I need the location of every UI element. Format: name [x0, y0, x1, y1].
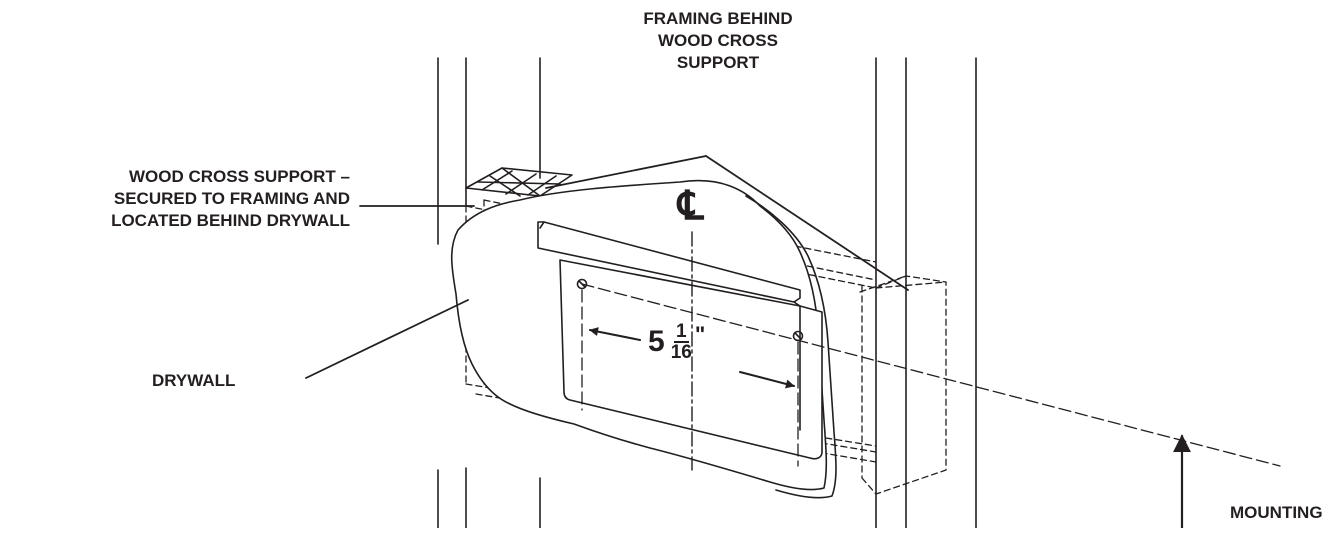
label-drywall: DRYWALL	[152, 371, 236, 390]
centerline-icon: ℄	[678, 184, 704, 228]
label-line: SUPPORT	[676, 53, 760, 72]
dimension-label: 5 1 16 "	[648, 322, 705, 362]
label-line: SECURED TO FRAMING AND	[113, 189, 350, 208]
label-framing-behind-support: FRAMING BEHIND WOOD CROSS SUPPORT	[620, 8, 816, 74]
leader-lines	[305, 155, 909, 379]
dimension-denominator: 16	[670, 342, 692, 363]
label-mounting: MOUNTING	[1230, 503, 1323, 522]
dimension-whole: 5	[648, 325, 665, 358]
right-stud	[875, 57, 977, 529]
dimension-numerator: 1	[673, 321, 689, 343]
label-line: FRAMING BEHIND	[643, 9, 793, 28]
dimension-fraction: 1 16	[671, 322, 692, 362]
left-stud	[437, 57, 541, 529]
dimension-unit: "	[694, 322, 706, 347]
label-wood-cross-support: WOOD CROSS SUPPORT – SECURED TO FRAMING …	[4, 166, 350, 232]
mounting-reference-lines	[581, 283, 1281, 467]
label-line: WOOD CROSS SUPPORT –	[128, 167, 350, 186]
wood-cross-support-end-block	[465, 167, 573, 207]
label-line: WOOD CROSS	[658, 31, 778, 50]
label-line: LOCATED BEHIND DRYWALL	[111, 211, 350, 230]
dimension-arrows	[589, 327, 795, 389]
mounting-bracket	[537, 221, 823, 460]
